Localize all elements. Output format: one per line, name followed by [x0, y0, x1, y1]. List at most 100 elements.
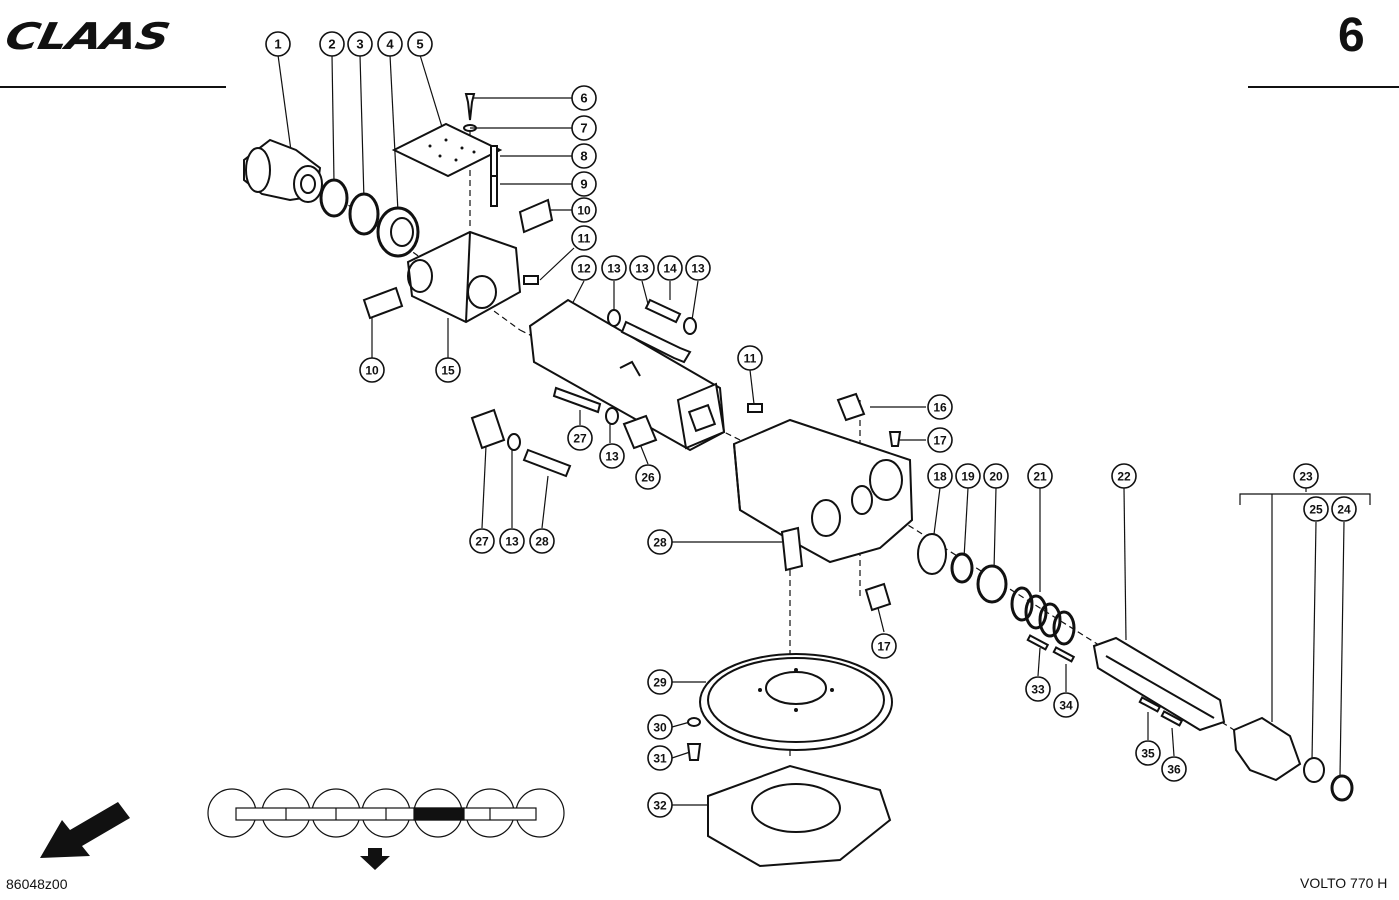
callout-circle	[657, 255, 683, 281]
callout-circle	[529, 528, 555, 554]
callout-circle	[1027, 463, 1053, 489]
callout-circle	[469, 528, 495, 554]
callout-5: 5	[407, 31, 433, 57]
callout-number: 24	[1337, 503, 1351, 517]
part-spacer-27b	[622, 414, 658, 450]
part-spacer-27a	[470, 408, 506, 450]
callout-number: 11	[578, 232, 591, 246]
callout-number: 18	[933, 470, 947, 484]
callout-circle	[377, 31, 403, 57]
callout-circle	[265, 31, 291, 57]
callout-12: 12	[571, 255, 597, 281]
part-ring-2	[319, 178, 349, 218]
callout-number: 10	[365, 364, 379, 378]
part-bolt-15	[644, 298, 682, 324]
part-pin-37	[1160, 710, 1184, 727]
callout-number: 3	[356, 37, 363, 52]
part-bolt-28a	[552, 386, 602, 414]
callout-circle	[647, 792, 673, 818]
part-washer-31	[687, 717, 701, 727]
callout-circle	[599, 443, 625, 469]
callout-number: 26	[641, 471, 655, 485]
callout-3: 3	[347, 31, 373, 57]
callout-number: 22	[1117, 470, 1131, 484]
callout-number: 13	[607, 262, 621, 276]
callout-number: 27	[475, 535, 489, 549]
part-ring-26	[1303, 757, 1325, 783]
callout-circle	[359, 357, 385, 383]
callout-number: 13	[691, 262, 705, 276]
callout-circle	[647, 714, 673, 740]
callout-number: 1	[274, 37, 281, 52]
down-arrow-icon	[360, 848, 390, 870]
callout-16: 16	[927, 394, 953, 420]
part-claw-coupling-24	[1232, 716, 1302, 782]
callout-23: 23	[1293, 463, 1319, 489]
callout-circle	[571, 197, 597, 223]
callout-circle	[347, 31, 373, 57]
callout-circle	[629, 255, 655, 281]
part-spring-22	[1010, 586, 1076, 646]
drawing-code: 86048z00	[6, 876, 68, 892]
callout-10: 10	[571, 197, 597, 223]
part-grease-nipple	[888, 431, 902, 447]
part-upper-housing	[406, 230, 522, 324]
part-shaft-29	[780, 526, 804, 572]
callout-circle	[499, 528, 525, 554]
callout-24: 24	[1331, 496, 1357, 522]
callout-circle	[1025, 676, 1051, 702]
callout-10: 10	[359, 357, 385, 383]
part-bushing-10a	[518, 198, 554, 234]
callout-11: 11	[737, 345, 763, 371]
callout-circle	[1111, 463, 1137, 489]
callout-20: 20	[983, 463, 1009, 489]
part-bearing-4	[376, 206, 420, 258]
callout-number: 8	[580, 149, 587, 164]
callout-18: 18	[927, 463, 953, 489]
callout-number: 21	[1033, 470, 1047, 484]
part-pin-35	[1052, 646, 1076, 663]
callout-circle	[737, 345, 763, 371]
part-pin-34	[1026, 634, 1050, 651]
callout-27: 27	[469, 528, 495, 554]
part-key-11b	[747, 403, 763, 413]
callout-11: 11	[571, 225, 597, 251]
part-ring-25	[1330, 774, 1354, 802]
part-pin-36	[1138, 696, 1162, 713]
header-rule-left	[0, 86, 226, 88]
callout-7: 7	[571, 115, 597, 141]
callout-35: 35	[1135, 740, 1161, 766]
callout-circle	[1331, 496, 1357, 522]
callout-number: 20	[989, 470, 1003, 484]
callout-33: 33	[1025, 676, 1051, 702]
part-washer-7	[463, 124, 477, 132]
callout-number: 31	[653, 752, 667, 766]
part-bushing-17a	[836, 392, 866, 422]
part-cutting-disc	[699, 653, 893, 751]
callout-circle	[571, 115, 597, 141]
callout-circle	[635, 464, 661, 490]
callout-number: 16	[933, 401, 947, 415]
callout-circle	[571, 143, 597, 169]
callout-number: 9	[580, 177, 587, 192]
part-bushing-10b	[362, 286, 404, 320]
callout-circle	[435, 357, 461, 383]
callout-number: 12	[577, 262, 591, 276]
part-screw-6	[464, 93, 476, 121]
part-washer-13b	[683, 317, 697, 335]
callout-30: 30	[647, 714, 673, 740]
part-ring-20	[950, 552, 974, 584]
callout-number: 17	[933, 434, 947, 448]
callout-circle	[1293, 463, 1319, 489]
callout-17: 17	[871, 633, 897, 659]
page-number: 6	[1338, 9, 1365, 62]
callout-number: 29	[653, 676, 667, 690]
callout-circle	[983, 463, 1009, 489]
part-bolt-32	[686, 743, 702, 761]
callout-circle	[571, 171, 597, 197]
machine-position-icon	[207, 788, 565, 838]
callout-circle	[647, 745, 673, 771]
